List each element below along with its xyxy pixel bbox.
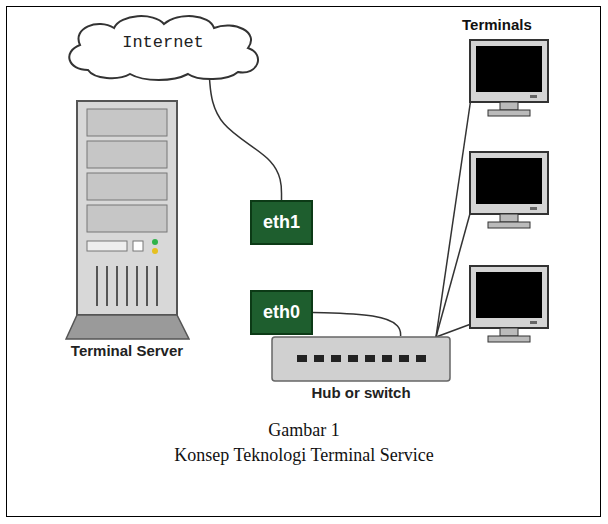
- wire: [436, 324, 471, 337]
- monitor-symbol: [470, 266, 548, 342]
- node-label: Hub or switch: [262, 384, 460, 401]
- figure-caption: Konsep Teknologi Terminal Service: [0, 445, 608, 466]
- figure-number: Gambar 1: [0, 420, 608, 441]
- group-label: Terminals: [462, 16, 562, 33]
- wire: [436, 98, 471, 337]
- tower-node: Terminal Server: [44, 100, 210, 359]
- terminal-wires: [436, 98, 471, 337]
- connection-line: [313, 313, 401, 337]
- monitor-symbol: [470, 152, 548, 228]
- cloud-node: Internet: [58, 10, 268, 82]
- wire: [436, 210, 471, 337]
- monitor-symbol: [470, 40, 548, 116]
- interface-box: eth0: [250, 290, 313, 335]
- interface-box: eth1: [250, 200, 313, 245]
- connection-line: [209, 75, 281, 200]
- node-label: Terminal Server: [44, 342, 210, 359]
- node-label: Internet: [122, 33, 204, 60]
- server-tower: [65, 100, 190, 340]
- hub-box: [271, 336, 451, 382]
- interface-name: eth0: [263, 302, 300, 323]
- interface-name: eth1: [263, 212, 300, 233]
- hub-node: Hub or switch: [262, 336, 460, 401]
